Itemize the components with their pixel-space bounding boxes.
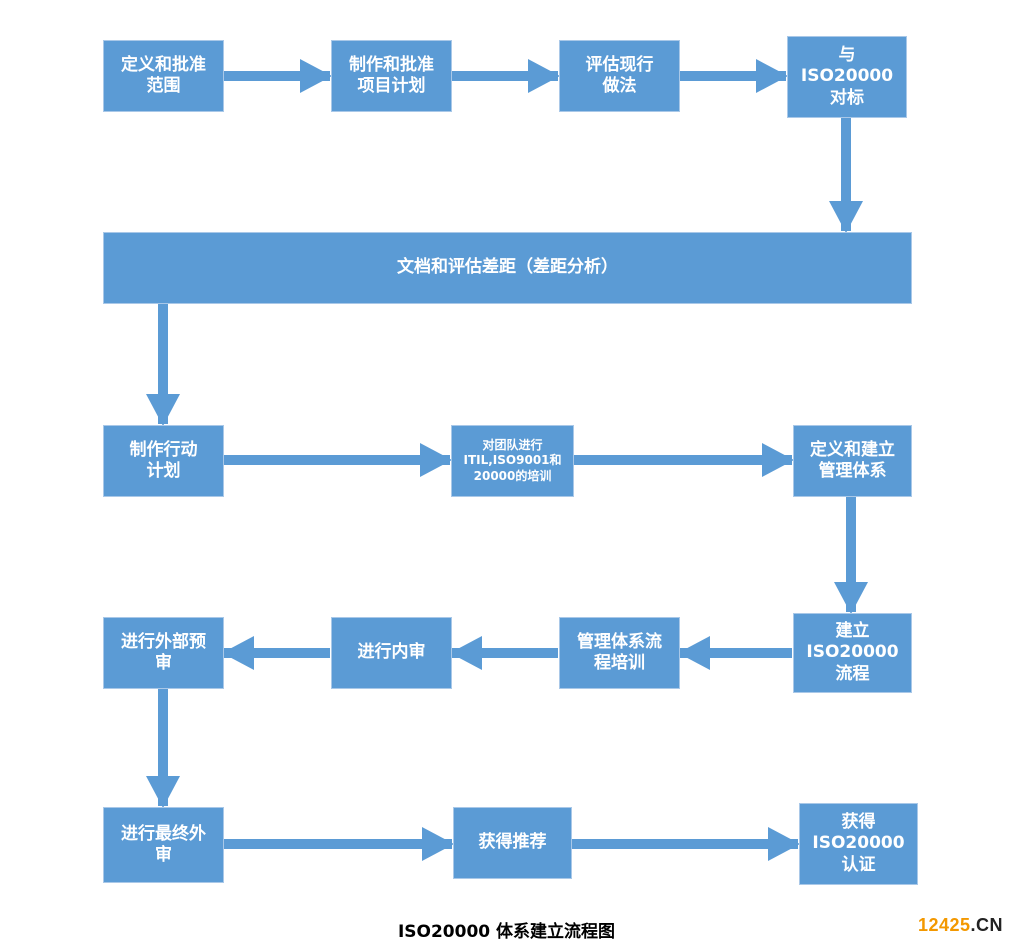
step-action-plan: 制作行动 计划 [103, 425, 224, 497]
step-project-plan: 制作和批准 项目计划 [331, 40, 452, 112]
step-team-training: 对团队进行 ITIL,ISO9001和 20000的培训 [451, 425, 574, 497]
diagram-caption: ISO20000 体系建立流程图 [397, 922, 616, 942]
step-final-audit: 进行最终外 审 [103, 807, 224, 883]
step-assess-practice: 评估现行 做法 [559, 40, 680, 112]
watermark: 12425.CN [918, 915, 1003, 936]
step-gap-analysis: 文档和评估差距（差距分析） [103, 232, 912, 304]
step-external-preaudit: 进行外部预 审 [103, 617, 224, 689]
step-recommendation: 获得推荐 [453, 807, 572, 879]
step-define-system: 定义和建立 管理体系 [793, 425, 912, 497]
step-compare-iso: 与 ISO20000 对标 [787, 36, 907, 118]
step-certification: 获得 ISO20000 认证 [799, 803, 918, 885]
step-build-process: 建立 ISO20000 流程 [793, 613, 912, 693]
watermark-number: 12425 [917, 915, 971, 935]
watermark-domain: .CN [970, 915, 1003, 935]
step-define-scope: 定义和批准 范围 [103, 40, 224, 112]
step-process-training: 管理体系流 程培训 [559, 617, 680, 689]
step-internal-audit: 进行内审 [331, 617, 452, 689]
